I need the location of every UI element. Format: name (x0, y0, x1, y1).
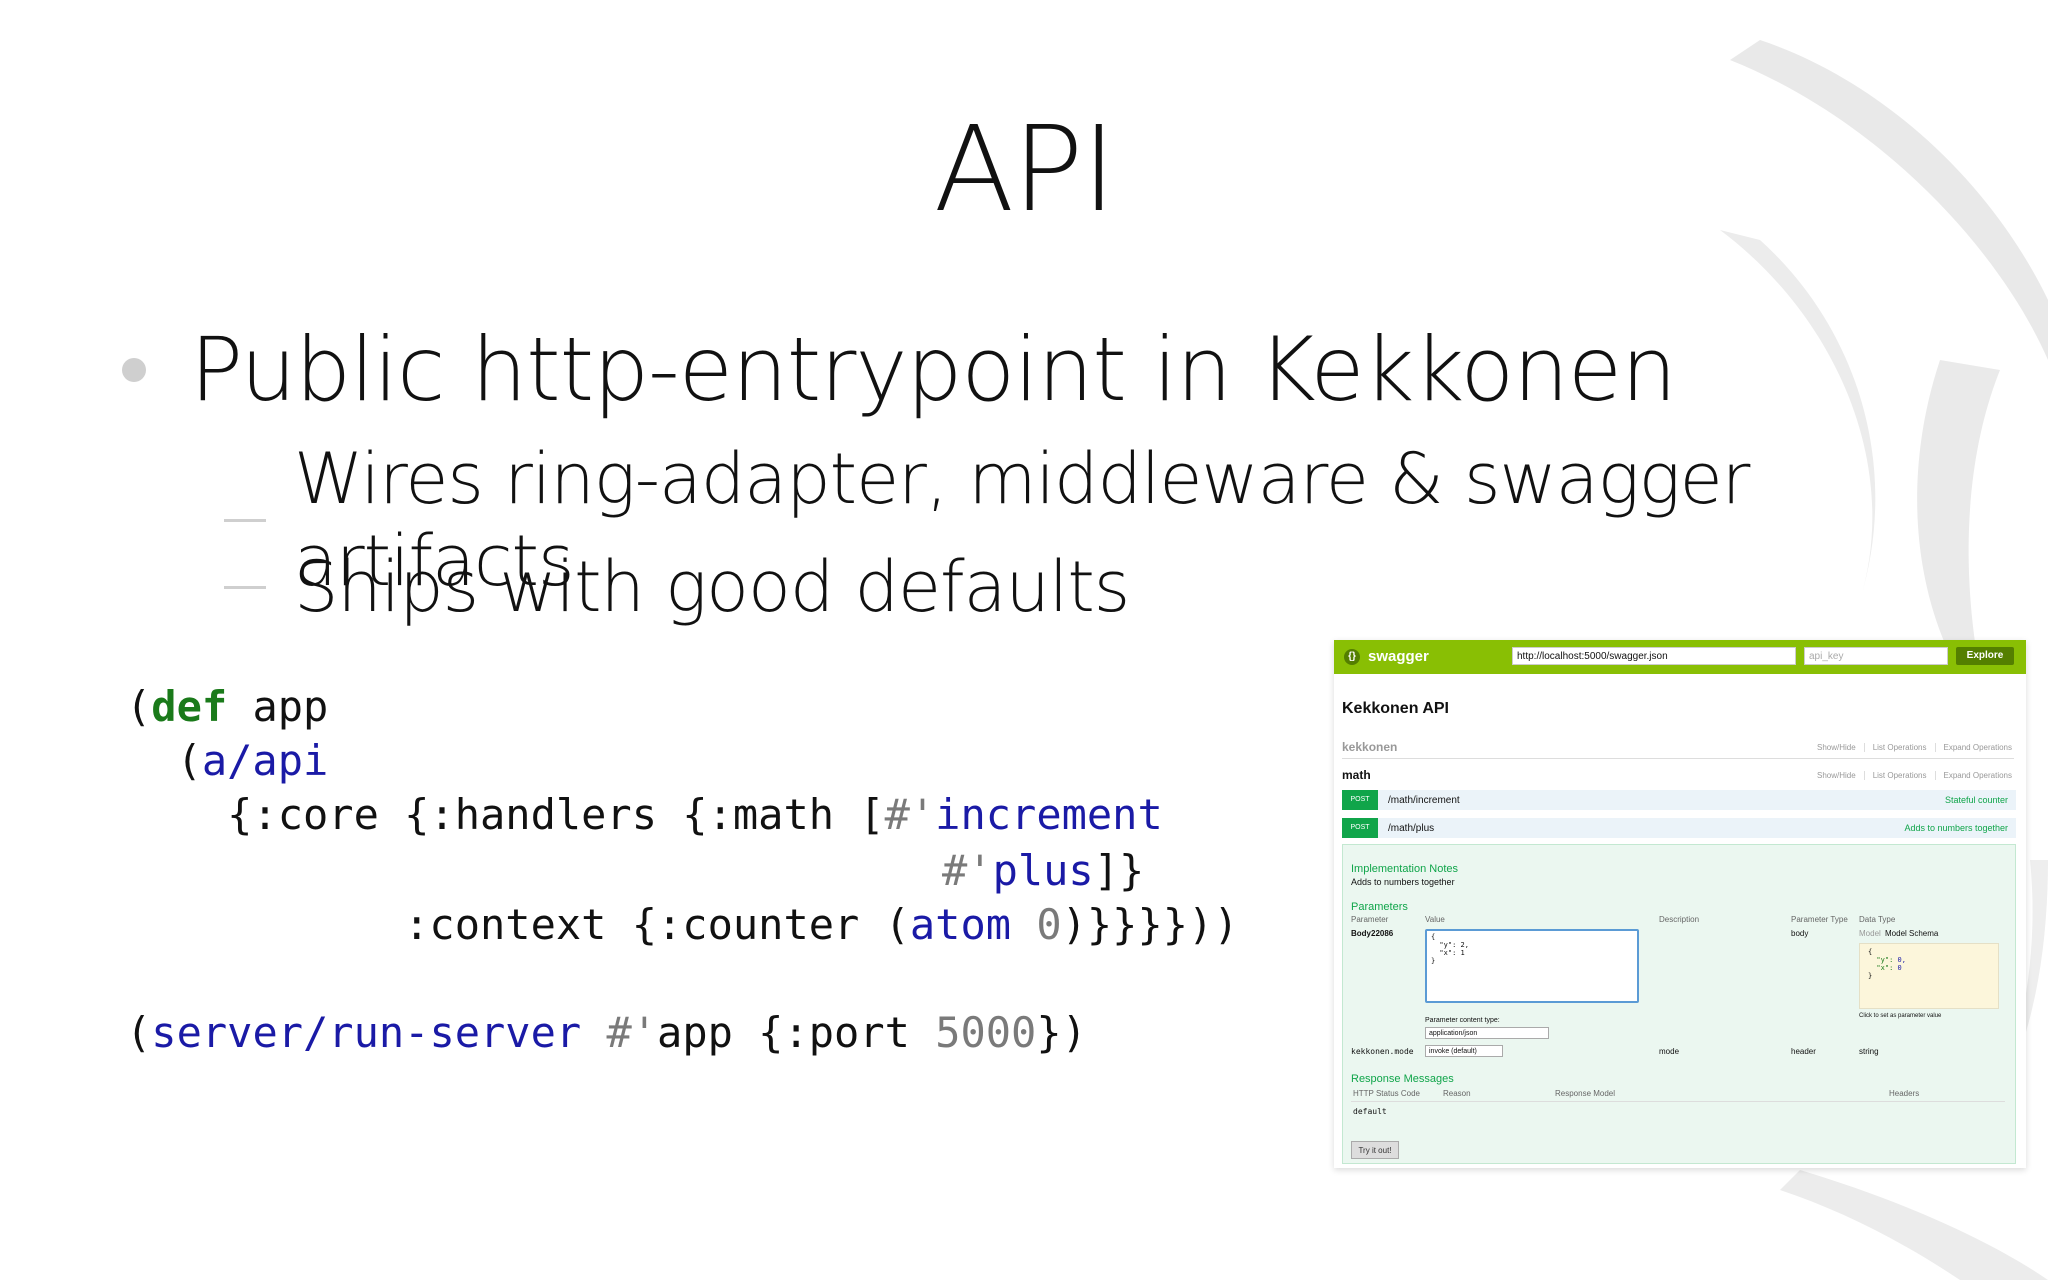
post-badge: POST (1342, 818, 1378, 838)
col-description: Description (1659, 915, 1700, 924)
dash-icon (224, 518, 266, 522)
content-type-select[interactable]: application/json (1425, 1027, 1549, 1039)
section-kekkonen[interactable]: kekkonen (1342, 740, 1398, 754)
dash-icon (224, 585, 266, 589)
swagger-logo[interactable]: {} swagger (1344, 648, 1429, 665)
body-param-type: body (1791, 929, 1809, 938)
subbullet-1-text: Wires ring-adapter, middleware & swagger… (293, 438, 1751, 602)
col-response-model: Response Model (1555, 1089, 1616, 1098)
implementation-notes-text: Adds to numbers together (1351, 877, 1455, 887)
subbullet-1: Wires ring-adapter, middleware & swagger… (224, 438, 2048, 602)
swagger-braces-icon: {} (1344, 648, 1360, 665)
swagger-header-bar: {} swagger http://localhost:5000/swagger… (1334, 640, 2026, 674)
mode-select[interactable]: invoke (default) (1425, 1045, 1503, 1057)
divider (1342, 758, 2014, 759)
slide-title: API (933, 100, 1117, 238)
body-value-textarea[interactable]: { "y": 2, "x": 1 } (1425, 929, 1639, 1003)
response-default: default (1353, 1107, 1387, 1116)
schema-hint: Click to set as parameter value (1859, 1013, 1942, 1019)
operation-plus-panel: Implementation Notes Adds to numbers tog… (1342, 844, 2016, 1164)
model-schema-tab[interactable]: Model Schema (1885, 929, 1939, 938)
operation-increment[interactable]: POST /math/increment Stateful counter (1342, 790, 2016, 810)
show-hide-link[interactable]: Show/Hide (1809, 771, 1865, 780)
operation-desc: Adds to numbers together (1904, 823, 2008, 833)
col-reason: Reason (1443, 1089, 1471, 1098)
response-messages-heading: Response Messages (1351, 1073, 1454, 1085)
swagger-url-input[interactable]: http://localhost:5000/swagger.json (1512, 647, 1796, 665)
section-math-links: Show/Hide List Operations Expand Operati… (1809, 771, 2012, 780)
swagger-ui-screenshot: {} swagger http://localhost:5000/swagger… (1334, 640, 2026, 1168)
api-title: Kekkonen API (1342, 700, 1449, 717)
show-hide-link[interactable]: Show/Hide (1809, 743, 1865, 752)
content-type-label: Parameter content type: (1425, 1017, 1500, 1024)
parameters-heading: Parameters (1351, 901, 1408, 913)
mode-param-type: header (1791, 1047, 1816, 1056)
divider (1351, 1101, 2005, 1102)
expand-operations-link[interactable]: Expand Operations (1943, 743, 2013, 752)
col-parameter: Parameter (1351, 915, 1389, 924)
bullet-dot-icon (122, 357, 146, 382)
col-parameter-type: Parameter Type (1791, 915, 1848, 924)
code-line-1: (def app (126, 682, 329, 731)
api-key-input[interactable]: api_key (1804, 647, 1948, 665)
code-line-5: :context {:counter (atom 0)}}}})) (126, 900, 1239, 949)
code-line-3: {:core {:handlers {:math [#'increment (126, 790, 1163, 839)
code-line-2: (a/api (126, 736, 329, 785)
model-schema-box[interactable]: { "y": 0, "x": 0 } (1859, 943, 1999, 1009)
subbullet-2-text: Ships with good defaults (294, 546, 1130, 628)
mode-param-name: kekkonen.mode (1351, 1047, 1414, 1056)
col-value: Value (1425, 915, 1445, 924)
operation-path: /math/increment (1388, 794, 1460, 806)
operation-desc: Stateful counter (1944, 795, 2008, 805)
col-headers: Headers (1889, 1089, 1920, 1098)
try-it-out-button[interactable]: Try it out! (1351, 1141, 1399, 1159)
code-line-4: #'plus]} (942, 846, 1145, 895)
mode-description: mode (1659, 1047, 1680, 1056)
explore-button[interactable]: Explore (1956, 647, 2014, 665)
bullet-main-text: Public http-entrypoint in Kekkonen (190, 318, 1677, 421)
section-kekkonen-links: Show/Hide List Operations Expand Operati… (1809, 743, 2012, 752)
bullet-main: Public http-entrypoint in Kekkonen (122, 318, 1677, 421)
implementation-notes-heading: Implementation Notes (1351, 863, 1458, 875)
mode-data-type: string (1859, 1047, 1879, 1056)
post-badge: POST (1342, 790, 1378, 810)
body-param-name: Body22086 (1351, 929, 1394, 938)
section-math[interactable]: math (1342, 768, 1371, 782)
expand-operations-link[interactable]: Expand Operations (1943, 771, 2013, 780)
col-http-status: HTTP Status Code (1353, 1089, 1420, 1098)
model-tab[interactable]: Model (1859, 929, 1881, 938)
col-data-type: Data Type (1859, 915, 1896, 924)
operation-path: /math/plus (1388, 822, 1435, 834)
list-operations-link[interactable]: List Operations (1865, 771, 1936, 780)
subbullet-2: Ships with good defaults (224, 546, 1130, 628)
list-operations-link[interactable]: List Operations (1865, 743, 1936, 752)
code-line-6: (server/run-server #'app {:port 5000}) (126, 1008, 1087, 1057)
operation-plus[interactable]: POST /math/plus Adds to numbers together (1342, 818, 2016, 838)
